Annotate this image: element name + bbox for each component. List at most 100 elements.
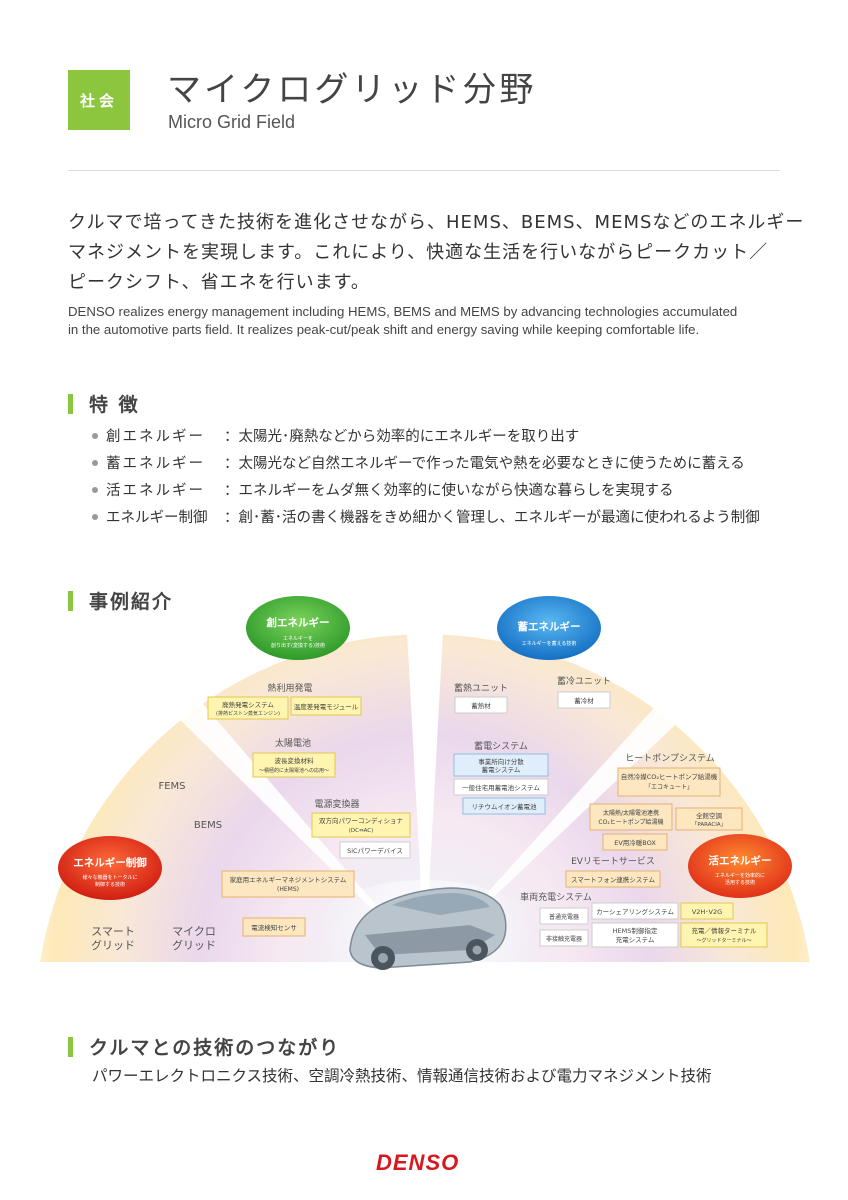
intro-jp-line-1: クルマで培ってきた技術を進化させながら、HEMS、BEMS、MEMSなどのエネル…	[68, 212, 805, 233]
tech-label: スマートフォン連携システム	[571, 875, 656, 884]
feature-item: 活エネルギー ：エネルギーをムダ無く効率的に使いながら快適な暮らしを実現する	[92, 479, 674, 500]
tech-label: V2H･V2G	[692, 908, 722, 916]
tech-box	[680, 922, 768, 948]
bubble-sub: 創り出す(変換する)技術	[271, 642, 325, 649]
tech-label: HEMS制御指定	[613, 926, 658, 935]
bubble-sub: 様々な機器をトータルに	[82, 874, 137, 881]
tech-label: カーシェアリングシステム	[596, 907, 674, 916]
bubble-create-energy: 創エネルギー エネルギーを 創り出す(変換する)技術	[246, 596, 350, 660]
ring-label-smart: スマート	[91, 925, 135, 938]
ray	[150, 668, 425, 962]
tech-box	[311, 812, 411, 838]
tech-box	[602, 833, 668, 851]
tech-sublabel: CO₂ヒートポンプ給湯機	[598, 818, 663, 826]
tech-label: 蓄冷材	[574, 696, 594, 705]
tech-box	[565, 870, 661, 888]
group-title: 熱利用発電	[267, 682, 312, 694]
connection-heading: クルマとの技術のつながり	[68, 1033, 340, 1060]
group-title: ヒートポンプシステム	[625, 753, 714, 764]
tech-label: 蓄熱材	[471, 701, 491, 710]
bullet-icon	[92, 459, 98, 466]
bubble-sub: 活用する技術	[725, 879, 755, 886]
tech-box	[539, 907, 589, 925]
group-title: 蓄熱ユニット	[454, 682, 508, 694]
micro-grid-diagram: FEMS BEMS スマート グリッド マイクロ グリッド 熱利用発電 廃熱発電…	[40, 595, 810, 1000]
tech-label: 太陽熱/太陽電池連携	[603, 809, 659, 817]
tech-box	[675, 807, 743, 831]
intro-jp-line-2: マネジメントを実現します。これにより、快適な生活を行いながらピークカット／	[68, 242, 769, 263]
cases-heading-text: 事例紹介	[89, 591, 174, 613]
bullet-icon	[92, 432, 98, 439]
tech-sublabel: 充電システム	[616, 935, 655, 944]
denso-logo: DENSO	[376, 1150, 460, 1175]
ring-label-micro: マイクロ	[172, 925, 216, 938]
tech-box	[221, 870, 355, 898]
tech-label: 家庭用エネルギーマネジメントシステム	[230, 875, 347, 884]
bubble-store-energy: 蓄エネルギー エネルギーを蓄える技術	[497, 596, 601, 660]
tech-box	[242, 917, 306, 937]
intro-jp-line-3: ピークシフト、省エネを行います。	[68, 272, 370, 293]
heading-bar	[68, 590, 73, 611]
tech-box	[207, 696, 289, 720]
feature-name: 創エネルギー	[106, 429, 205, 445]
feature-desc: ：太陽光など自然エネルギーで作った電気や熱を必要なときに使うために蓄える	[224, 456, 745, 472]
tech-label: 波長変換材料	[275, 756, 315, 765]
bullet-icon	[92, 513, 98, 520]
tech-box	[339, 841, 411, 859]
car-illustration	[349, 887, 507, 970]
tech-label: 廃熱発電システム	[222, 700, 274, 709]
tech-sublabel: 蓄電システム	[482, 765, 521, 774]
tech-label: 一般住宅用蓄電池システム	[462, 783, 540, 792]
tech-sublabel: ～積極的に太陽電池への応用～	[259, 767, 329, 774]
connection-text: パワーエレクトロニクス技術、空調冷熱技術、情報通信技術および電力マネジメント技術	[92, 1067, 712, 1085]
feature-item: 創エネルギー ：太陽光･廃熱などから効率的にエネルギーを取り出す	[92, 425, 579, 446]
ray	[405, 595, 445, 962]
features-heading-text: 特 徴	[89, 394, 140, 416]
tech-box	[290, 696, 362, 716]
tech-sublabel: ～グリッドターミナル～	[696, 937, 751, 944]
heading-bar	[68, 393, 73, 414]
page-title: マイクログリッド分野	[167, 70, 537, 110]
tech-box	[680, 902, 734, 920]
feature-item: 蓄エネルギー ：太陽光など自然エネルギーで作った電気や熱を必要なときに使うために…	[92, 452, 745, 473]
tech-label: 充電／情報ターミナル	[692, 926, 758, 935]
tech-box	[454, 696, 508, 714]
group-title: 蓄電システム	[474, 740, 528, 752]
tech-box	[617, 767, 721, 797]
tech-label: 双方向パワーコンディショナ	[319, 816, 403, 825]
tech-label: EV用冷暖BOX	[614, 838, 656, 847]
feature-desc: ：太陽光･廃熱などから効率的にエネルギーを取り出す	[224, 429, 580, 445]
intro-en-line-2: in the automotive parts field. It realiz…	[68, 322, 700, 337]
intro-en-line-1: DENSO realizes energy management includi…	[68, 304, 738, 319]
tech-sublabel: (排熱ピストン蒸気エンジン)	[216, 710, 280, 717]
category-tag: 社会	[68, 70, 130, 130]
tech-box	[591, 922, 679, 948]
tech-label: SiCパワーデバイス	[347, 846, 403, 855]
tech-label: 全館空調	[696, 811, 723, 820]
ring-label-grid: グリッド	[91, 938, 135, 952]
tech-box	[591, 902, 679, 920]
ring-label-bems: BEMS	[194, 820, 222, 831]
group-title: 蓄冷ユニット	[557, 675, 611, 687]
feature-desc: ：創･蓄･活の書く機器をきめ細かく管理し、エネルギーが最適に使われるよう制御	[224, 510, 760, 526]
page-subtitle: Micro Grid Field	[168, 112, 296, 132]
group-title: EVリモートサービス	[571, 856, 655, 867]
tech-label: 自然冷媒CO₂ヒートポンプ給湯機	[621, 772, 718, 781]
bubble-title: 蓄エネルギー	[518, 620, 581, 633]
bubble-title: 活エネルギー	[709, 854, 772, 867]
bubble-energy-control: エネルギー制御 様々な機器をトータルに 制御する技術	[58, 836, 162, 900]
tech-box	[539, 929, 589, 947]
ring-label-fems: FEMS	[158, 781, 185, 792]
group-title: 車両充電システム	[520, 891, 592, 903]
tech-label: 普通充電器	[549, 913, 579, 921]
feature-name: 蓄エネルギー	[106, 456, 205, 472]
divider	[68, 170, 780, 171]
tech-box	[453, 753, 549, 777]
bubble-sub: エネルギーを	[283, 635, 313, 642]
bubble-title: エネルギー制御	[73, 856, 147, 869]
bubble-sub: エネルギーを蓄える技術	[522, 640, 577, 647]
cases-heading: 事例紹介	[68, 587, 173, 614]
connection-heading-text: クルマとの技術のつながり	[89, 1037, 341, 1059]
tech-label: 電流検知センサ	[251, 923, 297, 932]
bubble-sub: エネルギーを効率的に	[715, 872, 765, 879]
